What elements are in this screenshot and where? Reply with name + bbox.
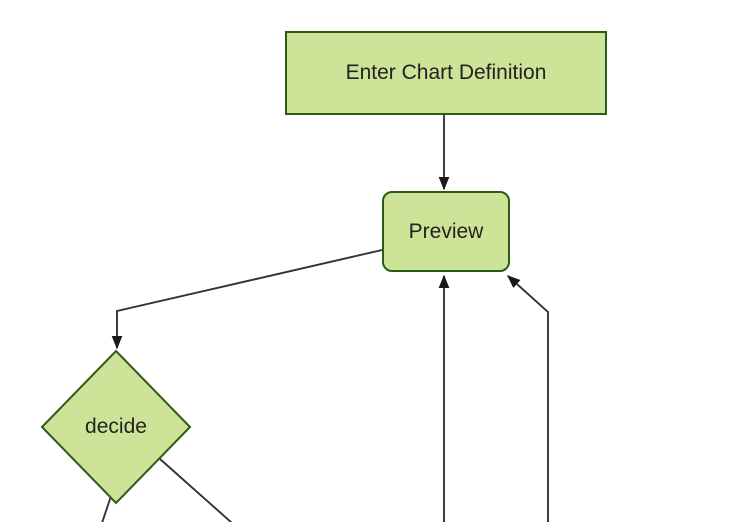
edge-decide-to-offscreen-bottomleft [101,495,112,522]
node-preview[interactable]: Preview [382,191,510,272]
edge-decide-to-offscreen-bottomright [159,458,233,522]
node-decide[interactable]: decide [42,351,190,503]
edge-offscreen-bottomright-to-preview [507,275,549,522]
edge-preview-to-decide [111,249,383,350]
node-decide-label: decide [85,415,147,438]
node-decide-diamond-shape[interactable] [40,349,192,505]
node-enter-chart-definition-label: Enter Chart Definition [345,61,547,85]
node-preview-label: Preview [408,219,484,243]
node-enter-chart-definition[interactable]: Enter Chart Definition [285,31,607,115]
